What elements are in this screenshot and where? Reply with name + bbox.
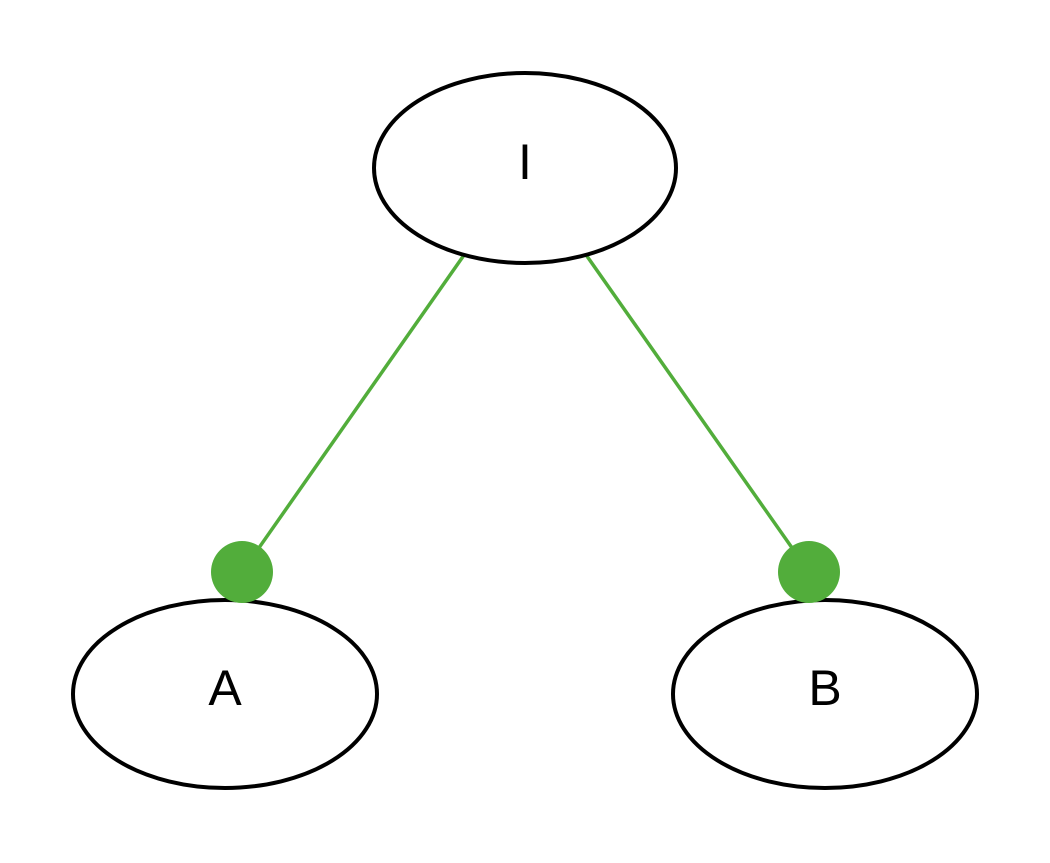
edge-endpoint-dot-a[interactable] [211,541,273,603]
node-label-a: A [208,660,242,716]
edge-endpoint-dot-b[interactable] [778,541,840,603]
node-ellipse-a[interactable] [71,598,379,790]
node-ellipse-i[interactable] [372,71,678,265]
node-ellipse-b[interactable] [671,598,979,790]
node-label-i: I [518,134,532,190]
node-label-b: B [808,660,841,716]
